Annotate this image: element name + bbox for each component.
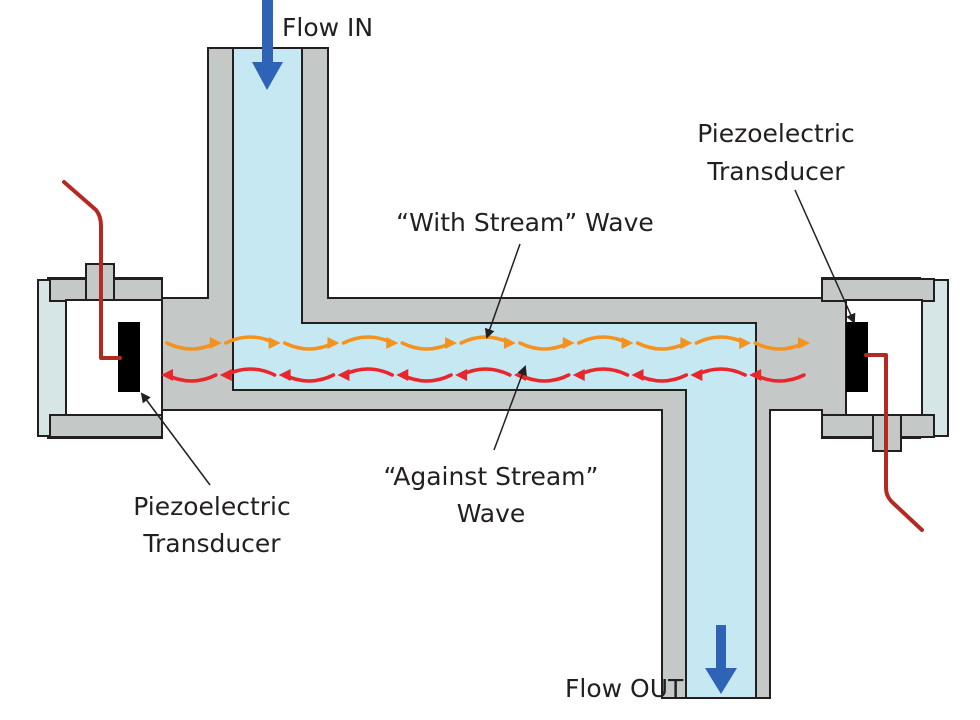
leader-transducer-right [794, 189, 856, 324]
right-end-cap [919, 279, 949, 437]
left-transducer-housing [37, 180, 163, 438]
against-stream-wave-arrowhead [690, 369, 703, 381]
against-stream-wave-arrowhead [631, 369, 644, 381]
against-stream-wave-arrowhead [749, 369, 762, 381]
with-stream-wave-arrowhead [445, 337, 458, 349]
transducer-left-label-line2: Transducer [142, 529, 281, 558]
right-housing-top [821, 278, 935, 302]
right-signal-wire [864, 353, 924, 532]
with-stream-label: “With Stream” Wave [396, 208, 654, 237]
against-stream-wave-arrowhead [572, 369, 585, 381]
with-stream-wave-arrowhead [621, 337, 634, 349]
flow-out-arrow-icon [705, 625, 737, 694]
flow-in-label: Flow IN [282, 13, 373, 42]
leader-with-stream [484, 243, 521, 339]
left-piezo-transducer [118, 322, 140, 392]
transducer-right-label-line1: Piezoelectric [697, 119, 855, 148]
against-stream-wave-arrowhead [161, 369, 173, 381]
against-stream-label-line1: “Against Stream” [384, 462, 599, 491]
with-stream-wave [165, 335, 810, 351]
against-stream-wave-arrowhead [396, 369, 409, 381]
leader-transducer-left [140, 392, 211, 486]
flow-in-arrow-icon [252, 0, 283, 90]
with-stream-wave-arrowhead [503, 337, 516, 349]
fluid-channel [232, 47, 757, 699]
with-stream-wave-arrowhead [739, 337, 752, 349]
left-housing-bottom [49, 414, 163, 438]
transducer-left-label-line1: Piezoelectric [133, 492, 291, 521]
with-stream-wave-arrowhead [209, 337, 222, 349]
right-piezo-transducer [846, 322, 868, 392]
left-end-cap [37, 279, 67, 437]
against-stream-wave-arrowhead [337, 369, 350, 381]
against-stream-wave-arrowhead [455, 369, 468, 381]
right-transducer-housing [821, 278, 949, 532]
against-stream-wave-arrowhead [278, 369, 291, 381]
left-signal-wire [62, 180, 122, 360]
with-stream-wave-arrowhead [680, 337, 693, 349]
with-stream-wave-arrowhead [327, 337, 340, 349]
transducer-right-label-line2: Transducer [706, 157, 845, 186]
against-stream-label-line2: Wave [457, 499, 526, 528]
against-stream-wave-arrowhead [219, 369, 232, 381]
with-stream-wave-arrowhead [798, 337, 810, 349]
with-stream-wave-arrowhead [562, 337, 575, 349]
with-stream-wave-arrowhead [268, 337, 281, 349]
leader-against-stream [493, 365, 527, 451]
with-stream-wave-arrowhead [386, 337, 399, 349]
flow-out-label: Flow OUT [565, 674, 684, 703]
